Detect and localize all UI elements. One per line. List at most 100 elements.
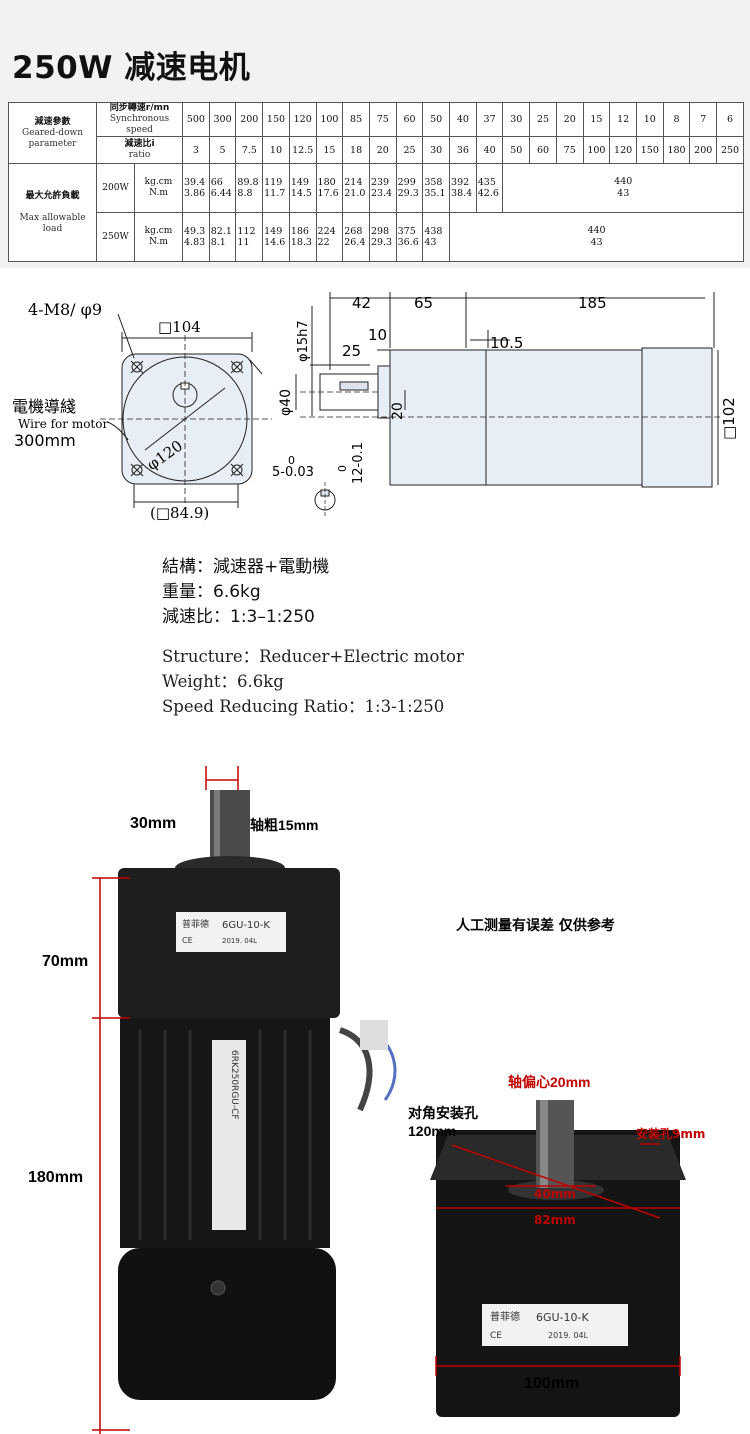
load-nm: 21.0 — [344, 188, 366, 199]
param-label-en: Geared-down parameter — [22, 127, 83, 149]
load-kgcm: 239 — [370, 177, 390, 188]
gearbox-label-model: 6GU-10-K — [222, 920, 270, 931]
dim-40mm: 40mm — [534, 1187, 576, 1201]
ratio-cell: 18 — [342, 136, 370, 164]
ratio-cell: 25 — [395, 136, 424, 164]
diagonal-hole-label: 对角安装孔 — [408, 1105, 478, 1121]
ratio-cell: 120 — [609, 136, 637, 164]
dim-10: 10 — [368, 326, 387, 344]
gearbox-photo: 普菲德 6GU-10-K CE 2019. 04L — [430, 1100, 686, 1417]
speed-cell: 12 — [609, 102, 637, 137]
load-nm: 8.1 — [210, 237, 226, 248]
load-kgcm: 82.1 — [210, 226, 232, 237]
ratio-cell: 10 — [262, 136, 290, 164]
load-nm: 43 — [424, 237, 437, 248]
key-depth: 12-0.1 — [351, 442, 366, 484]
mount-hole-br — [230, 463, 244, 477]
gearbox2-label — [482, 1304, 628, 1346]
mount-hole-tl — [130, 360, 144, 374]
dim-42: 42 — [352, 294, 371, 312]
load-nm: 22 — [317, 237, 330, 248]
ratio-cell: 100 — [582, 136, 611, 164]
load-nm: 17.6 — [317, 188, 339, 199]
ratio-cell: 30 — [422, 136, 451, 164]
load-kgcm: 358 — [424, 177, 443, 188]
load-kgcm: 392 — [451, 177, 470, 188]
unit-nm: N.m — [149, 237, 168, 247]
load-max-kgcm: 440 — [614, 176, 633, 187]
load-nm: 18.3 — [290, 237, 312, 248]
dim-70mm: 70mm — [42, 953, 88, 970]
ratio-cell: 180 — [662, 136, 691, 164]
unit-kgcm: kg.cm — [144, 226, 173, 236]
ratio-cell: 3 — [182, 136, 210, 164]
mount-hole-size-label: 安装孔9mm — [636, 1126, 705, 1141]
load-nm: 3.86 — [184, 188, 206, 199]
ratio-label-cn: 減速比i — [124, 139, 155, 149]
ratio-cell: 50 — [502, 136, 531, 164]
info-en-ratio: Speed Reducing Ratio：1:3-1:250 — [162, 697, 445, 716]
load-nm: 8.8 — [237, 188, 253, 199]
load-kgcm: 39.4 — [184, 177, 206, 188]
speed-cell: 6 — [716, 102, 744, 137]
wire-cn-label: 電機導綫 — [12, 397, 76, 416]
info-cn-weight: 重量：6.6kg — [162, 582, 261, 602]
motor-body-side — [485, 349, 643, 486]
unit-nm: N.m — [149, 188, 168, 198]
gearbox2-label-date: 2019. 04L — [548, 1331, 589, 1340]
dim-phi40: φ40 — [278, 389, 294, 416]
motor-photo: 6RK250RGU-CF 普菲德 6GU-10-K CE 2019. 04L — [118, 790, 397, 1400]
speed-cell: 100 — [315, 102, 344, 137]
ratio-cell: 15 — [315, 136, 344, 164]
load-kgcm: 49.3 — [184, 226, 206, 237]
load-nm: 26.4 — [344, 237, 366, 248]
load-kgcm: 224 — [317, 226, 336, 237]
speed-cell: 500 — [182, 102, 210, 137]
speed-cell: 25 — [529, 102, 557, 137]
load-kgcm: 298 — [370, 226, 390, 237]
gearbox-label-date: 2019. 04L — [222, 937, 257, 945]
dim-phi15: φ15h7 — [296, 320, 311, 362]
dim-65: 65 — [414, 294, 433, 312]
ratio-cell: 12.5 — [288, 136, 317, 164]
load-nm: 14.5 — [290, 188, 312, 199]
mount-hole-bl — [130, 463, 144, 477]
speed-cell: 150 — [262, 102, 290, 137]
dim-20: 20 — [390, 402, 406, 420]
speed-cell: 15 — [582, 102, 611, 137]
load-nm: 23.4 — [370, 188, 393, 199]
speed-cell: 300 — [208, 102, 237, 137]
ratio-cell: 60 — [529, 136, 557, 164]
gearbox2-label-ce: CE — [490, 1331, 502, 1341]
gearbox2-label-brand: 普菲德 — [490, 1310, 520, 1323]
speed-cell: 37 — [475, 102, 504, 137]
param-label-cn: 減速參數 — [34, 116, 71, 127]
speed-label-cn: 同步轉速r/mn — [109, 103, 170, 114]
dim-10-5: 10.5 — [490, 334, 523, 352]
load-kgcm: 268 — [344, 226, 363, 237]
ratio-cell: 250 — [716, 136, 744, 164]
wire-en-label: Wire for motor — [18, 417, 108, 431]
load-kgcm: 186 — [290, 226, 309, 237]
key-depth-top: 0 — [336, 465, 349, 472]
load-kgcm: 375 — [397, 226, 416, 237]
speed-cell: 75 — [368, 102, 397, 137]
ratio-cell: 200 — [689, 136, 718, 164]
speed-cell: 60 — [395, 102, 424, 137]
motor-label — [212, 1040, 246, 1230]
